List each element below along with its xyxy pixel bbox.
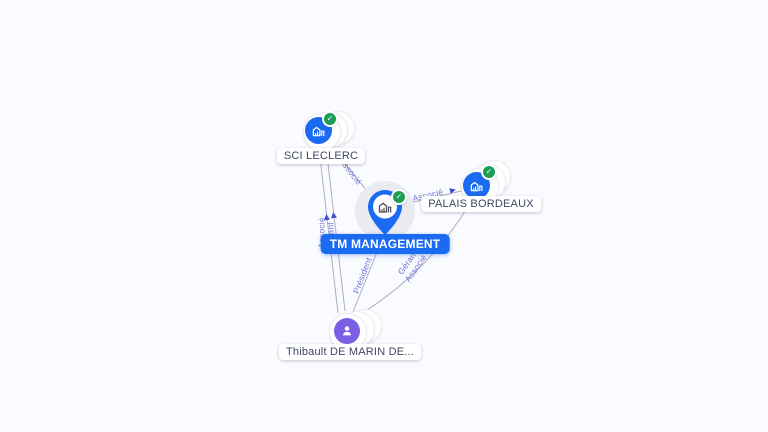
building-icon	[312, 126, 325, 137]
building-icon	[378, 202, 392, 213]
edge-person-sci-2	[326, 154, 346, 312]
check-badge-icon: ✓	[391, 189, 407, 205]
node-label-thibault[interactable]: Thibault DE MARIN DE...	[278, 344, 422, 360]
check-badge-icon: ✓	[481, 164, 497, 180]
node-label-sci-leclerc[interactable]: SCI LECLERC	[276, 148, 366, 164]
arrowhead-icon	[331, 212, 337, 219]
arrowhead-icon	[449, 188, 456, 194]
node-label-palais-bordeaux[interactable]: PALAIS BORDEAUX	[421, 196, 541, 212]
arrowhead-icon	[324, 214, 330, 221]
edge-person-palais	[360, 204, 470, 315]
building-icon	[470, 181, 483, 192]
person-icon	[343, 326, 351, 336]
node-label-tm-management[interactable]: TM MANAGEMENT	[320, 234, 450, 254]
check-badge-icon: ✓	[322, 111, 338, 127]
person-node-circle	[334, 318, 360, 344]
